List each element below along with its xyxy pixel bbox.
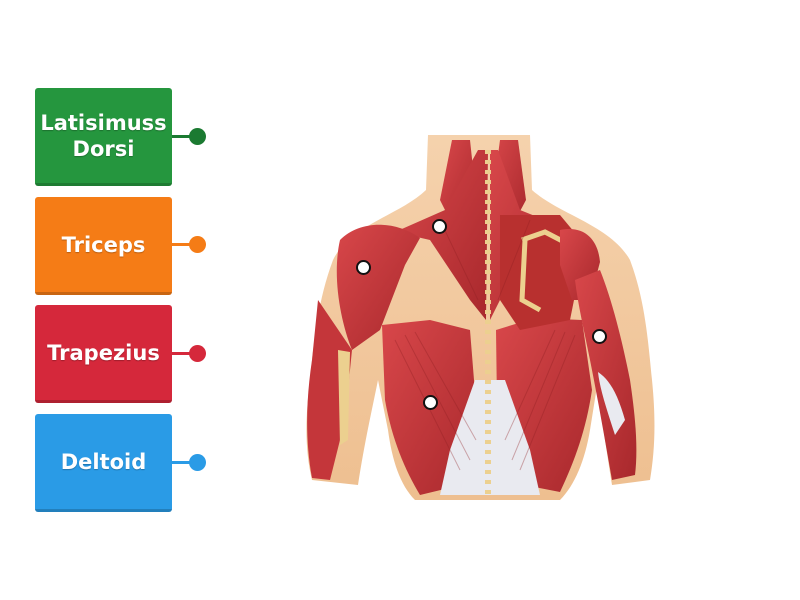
label-connector: [172, 135, 196, 138]
label-text: Latisimuss Dorsi: [40, 110, 167, 161]
label-text: Deltoid: [60, 449, 147, 474]
drop-target-hotspot[interactable]: [423, 395, 438, 410]
trapezius-muscle: [395, 150, 488, 320]
deltoid-muscle: [336, 224, 420, 350]
tendon: [598, 372, 625, 435]
thoracolumbar-fascia: [440, 380, 540, 495]
connector-knob[interactable]: [189, 236, 206, 253]
label-text: Triceps: [61, 232, 146, 257]
connector-knob[interactable]: [189, 128, 206, 145]
label-latissimus-dorsi[interactable]: Latisimuss Dorsi: [35, 88, 172, 186]
arm-bone: [338, 350, 350, 445]
label-trapezius[interactable]: Trapezius: [35, 305, 172, 403]
label-triceps[interactable]: Triceps: [35, 197, 172, 295]
connector-knob[interactable]: [189, 454, 206, 471]
label-connector: [172, 243, 196, 246]
triceps-muscle: [575, 270, 637, 480]
connector-knob[interactable]: [189, 345, 206, 362]
label-text: Trapezius: [47, 340, 160, 365]
label-connector: [172, 352, 196, 355]
label-connector: [172, 461, 196, 464]
label-deltoid[interactable]: Deltoid: [35, 414, 172, 512]
drop-target-hotspot[interactable]: [356, 260, 371, 275]
drop-target-hotspot[interactable]: [432, 219, 447, 234]
drop-target-hotspot[interactable]: [592, 329, 607, 344]
